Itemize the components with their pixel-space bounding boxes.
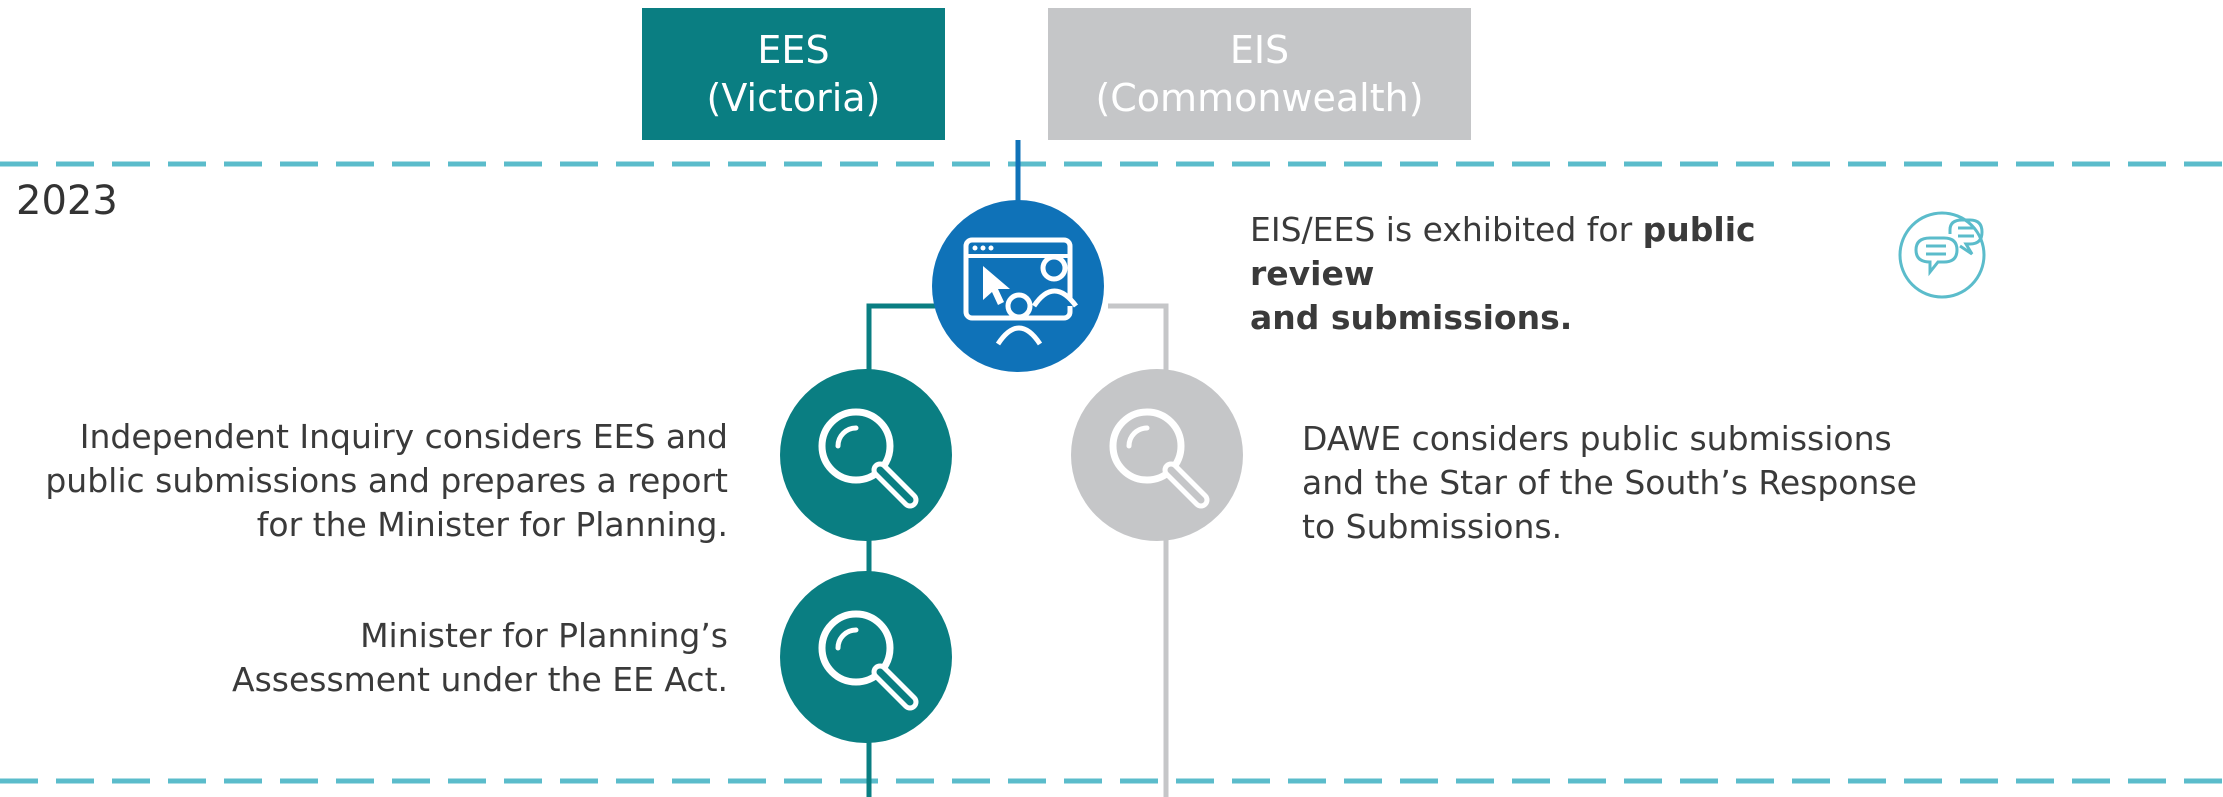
dawe-line: and the Star of the South’s Response	[1302, 463, 1917, 502]
eis-header-line2: (Commonwealth)	[1095, 76, 1424, 120]
minister-line: Assessment under the EE Act.	[232, 660, 728, 699]
inquiry-magnifier-icon	[780, 369, 952, 541]
exhibit-step-text: EIS/EES is exhibited for public review a…	[1250, 208, 1890, 340]
ees-header-box: EES (Victoria)	[642, 8, 945, 140]
inquiry-line: public submissions and prepares a report	[45, 461, 728, 500]
chat-bubbles-icon	[1898, 211, 1986, 299]
inquiry-line: Independent Inquiry considers EES and	[79, 417, 728, 456]
ees-header-line2: (Victoria)	[706, 76, 881, 120]
eis-header-box: EIS (Commonwealth)	[1048, 8, 1471, 140]
eis-header-line1: EIS	[1229, 28, 1290, 72]
ees-header-line1: EES	[757, 28, 830, 72]
inquiry-step-text: Independent Inquiry considers EES and pu…	[10, 415, 728, 547]
dawe-step-text: DAWE considers public submissions and th…	[1302, 417, 1962, 549]
inquiry-line: for the Minister for Planning.	[256, 505, 728, 544]
dawe-magnifier-icon	[1071, 369, 1243, 541]
year-label: 2023	[16, 178, 118, 224]
minister-magnifier-icon	[780, 571, 952, 743]
exhibit-text-bold-1: public review	[1250, 210, 1756, 293]
exhibit-text-bold-2: and submissions.	[1250, 298, 1573, 337]
online-meeting-icon	[932, 200, 1104, 372]
eis-branch-connector	[1108, 303, 1169, 797]
minister-step-text: Minister for Planning’s Assessment under…	[100, 614, 728, 702]
minister-line: Minister for Planning’s	[360, 616, 728, 655]
dawe-line: DAWE considers public submissions	[1302, 419, 1892, 458]
dawe-line: to Submissions.	[1302, 507, 1563, 546]
exhibit-text-normal: EIS/EES is exhibited for	[1250, 210, 1643, 249]
